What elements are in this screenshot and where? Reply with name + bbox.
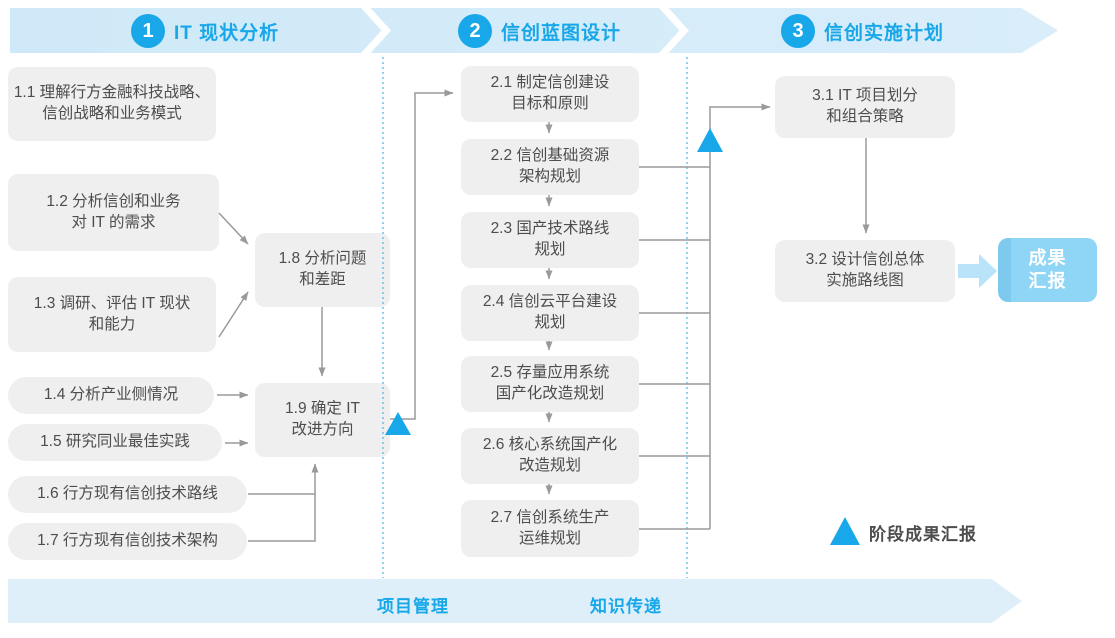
stage-header-1: 1 IT 现状分析 — [131, 14, 279, 48]
box-1-4: 1.4 分析产业侧情况 — [8, 377, 214, 414]
box-1-2: 1.2 分析信创和业务 对 IT 的需求 — [8, 174, 219, 251]
result-report-box: 成果 汇报 — [998, 238, 1097, 302]
arrow-1-7-to-1-9 — [248, 463, 319, 542]
stage-title: IT 现状分析 — [174, 22, 280, 44]
box-2-3: 2.3 国产技术路线 规划 — [461, 212, 639, 268]
box-1-5: 1.5 研究同业最佳实践 — [8, 424, 222, 461]
arrow-1-2-to-1-8 — [218, 212, 249, 245]
stage-title: 信创实施计划 — [824, 22, 945, 44]
box-1-8: 1.8 分析问题 和差距 — [255, 233, 390, 307]
box-2-4: 2.4 信创云平台建设 规划 — [461, 285, 639, 341]
stage-header-3: 3 信创实施计划 — [781, 14, 944, 48]
stage-header-2: 2 信创蓝图设计 — [458, 14, 621, 48]
legend-label: 阶段成果汇报 — [869, 525, 977, 544]
box-2-5: 2.5 存量应用系统 国产化改造规划 — [461, 356, 639, 412]
stage-number-badge: 2 — [458, 14, 492, 48]
box-3-2: 3.2 设计信创总体 实施路线图 — [775, 240, 955, 302]
arrow-bus-to-3-1 — [709, 103, 771, 529]
box-1-3: 1.3 调研、评估 IT 现状 和能力 — [8, 277, 216, 352]
stage-title: 信创蓝图设计 — [501, 22, 622, 44]
footer-band-arrow — [8, 579, 1022, 623]
stage-band-arrow — [10, 8, 1058, 53]
footer-label-knowledge-transfer: 知识传递 — [590, 597, 662, 616]
arrow-1-9-to-2-1 — [390, 89, 454, 420]
box-3-1: 3.1 IT 项目划分 和组合策略 — [775, 76, 955, 138]
stage-number-badge: 3 — [781, 14, 815, 48]
milestone-triangle-icon — [697, 128, 723, 152]
box-1-1: 1.1 理解行方金融科技战略、 信创战略和业务模式 — [8, 67, 216, 141]
box-2-2: 2.2 信创基础资源 架构规划 — [461, 139, 639, 195]
stage-number-badge: 1 — [131, 14, 165, 48]
footer-label-project-management: 项目管理 — [377, 597, 449, 616]
legend-triangle-icon — [830, 517, 860, 545]
arrow-1-3-to-1-8 — [218, 291, 249, 338]
box-1-7: 1.7 行方现有信创技术架构 — [8, 523, 247, 560]
box-1-9: 1.9 确定 IT 改进方向 — [255, 383, 390, 457]
box-2-1: 2.1 制定信创建设 目标和原则 — [461, 66, 639, 122]
box-2-6: 2.6 核心系统国产化 改造规划 — [461, 428, 639, 484]
box-2-7: 2.7 信创系统生产 运维规划 — [461, 500, 639, 557]
box-1-6: 1.6 行方现有信创技术路线 — [8, 476, 247, 513]
block-arrow-3-2-to-result — [958, 254, 997, 288]
